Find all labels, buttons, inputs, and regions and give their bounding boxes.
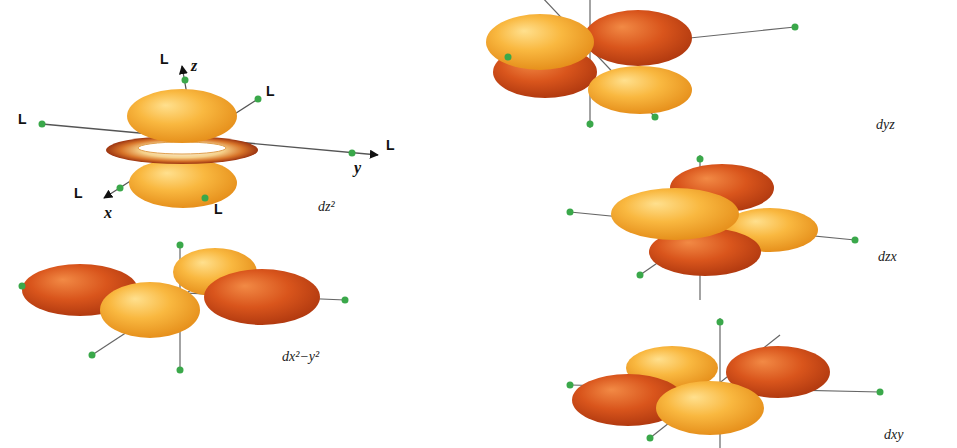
ligand-dot <box>39 121 46 128</box>
ligand-dot <box>567 209 574 216</box>
ligand-dot <box>567 382 574 389</box>
axis-label: y <box>354 160 361 176</box>
lobe <box>204 269 320 325</box>
ligand-dot <box>19 283 26 290</box>
ligand-label: L <box>266 84 275 98</box>
orbital-name: dyz <box>876 118 895 132</box>
ligand-dot <box>637 272 644 279</box>
lobe <box>100 282 200 338</box>
axis-label: z <box>191 58 197 74</box>
ligand-label: L <box>214 202 223 216</box>
ligand-label: L <box>18 112 27 126</box>
ligand-dot <box>255 96 262 103</box>
dzx-panel <box>567 155 859 300</box>
ligand-dot <box>647 435 654 442</box>
ligand-dot <box>877 389 884 396</box>
ligand-label: L <box>160 52 169 66</box>
orbital-name: dzx <box>878 250 897 264</box>
dyz-panel <box>486 0 799 128</box>
orbital-name: dx²−y² <box>282 350 319 364</box>
ligand-dot <box>697 156 704 163</box>
lobe <box>584 10 692 66</box>
dx2y2-panel <box>19 242 349 374</box>
ligand-dot <box>342 297 349 304</box>
orbital-name: dz² <box>318 200 335 214</box>
ligand-dot <box>717 319 724 326</box>
ligand-dot <box>182 77 189 84</box>
ligand-dot <box>349 150 356 157</box>
ligand-dot <box>505 54 512 61</box>
lobe <box>611 188 739 240</box>
ligand-dot <box>89 352 96 359</box>
upper-lobe <box>127 89 237 143</box>
ligand-dot <box>202 195 209 202</box>
lobe <box>656 381 764 435</box>
ligand-dot <box>117 185 124 192</box>
lower-lobe <box>129 158 237 208</box>
ligand-dot <box>852 237 859 244</box>
ligand-dot <box>792 24 799 31</box>
lobe <box>588 66 692 114</box>
dxy-panel <box>567 318 884 448</box>
torus-hole <box>138 142 226 154</box>
lobe <box>486 14 594 70</box>
ligand-dot <box>652 114 659 121</box>
dz2-panel <box>39 66 379 208</box>
ligand-label: L <box>386 138 395 152</box>
ligand-label: L <box>74 186 83 200</box>
orbital-name: dxy <box>884 428 903 442</box>
ligand-dot <box>587 121 594 128</box>
axis-label: x <box>104 205 112 221</box>
ligand-dot <box>177 367 184 374</box>
ligand-dot <box>177 242 184 249</box>
